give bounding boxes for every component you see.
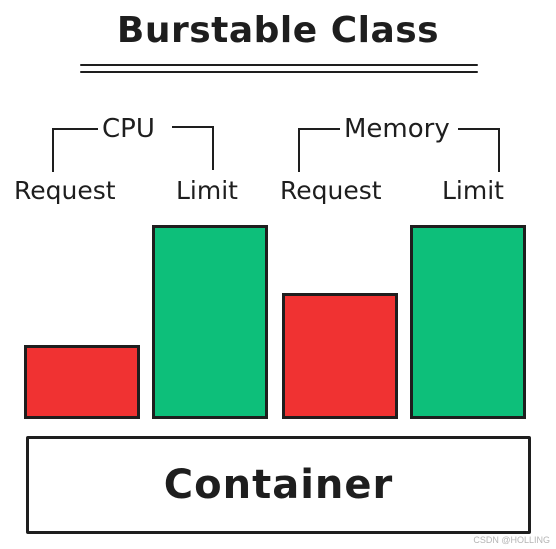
cpu-bracket-left-horizontal (52, 128, 98, 130)
cpu-group-label: CPU (98, 114, 159, 144)
cpu-bracket-left-vertical (52, 128, 54, 172)
memory-request-label: Request (280, 176, 382, 205)
container-box: Container (26, 436, 531, 534)
title-underline-top (80, 64, 478, 66)
title-underline-bottom (80, 71, 478, 73)
memory-limit-label: Limit (442, 176, 504, 205)
memory-request-bar (282, 293, 398, 419)
cpu-request-label: Request (14, 176, 116, 205)
memory-group-label: Memory (340, 114, 454, 144)
cpu-limit-label: Limit (176, 176, 238, 205)
watermark: CSDN @HOLLING (473, 535, 550, 545)
cpu-bracket-right-vertical (212, 126, 214, 170)
cpu-bracket-right-horizontal (172, 126, 214, 128)
memory-bracket-left-vertical (298, 128, 300, 172)
cpu-request-bar (24, 345, 140, 419)
diagram-title: Burstable Class (116, 10, 440, 51)
memory-bracket-right-vertical (498, 128, 500, 172)
memory-bracket-left-horizontal (298, 128, 340, 130)
container-label: Container (163, 462, 394, 508)
memory-limit-bar (410, 225, 526, 419)
cpu-limit-bar (152, 225, 268, 419)
memory-bracket-right-horizontal (458, 128, 500, 130)
